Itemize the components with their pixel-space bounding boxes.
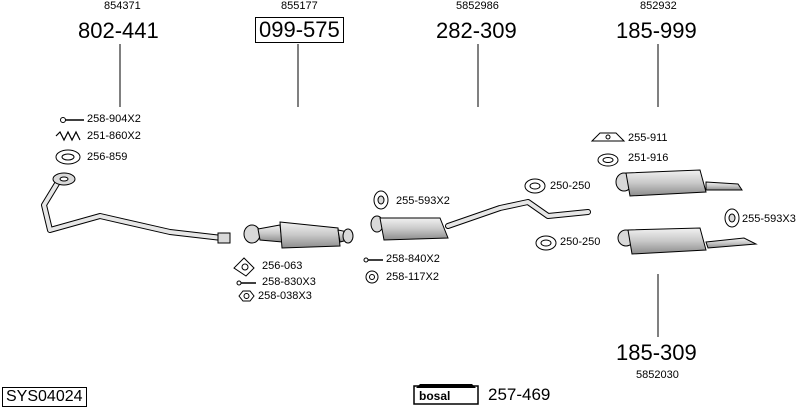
clamp-icon (535, 235, 557, 251)
part-number-middle-silencer[interactable]: 185-999 (616, 18, 697, 43)
brand-name: bosal (419, 389, 451, 403)
fitting-label[interactable]: 258-840X2 (386, 253, 440, 265)
bolt-icon (60, 117, 84, 123)
rear-silencer-drawing (617, 227, 758, 255)
fitting-label[interactable]: 250-250 (550, 180, 591, 192)
part-ref-front-pipe: 854371 (104, 0, 141, 12)
bosal-logo (413, 384, 479, 405)
part-number-rear-silencer[interactable]: 185-309 (616, 340, 697, 365)
nut-icon (238, 290, 255, 302)
washer-icon (365, 270, 379, 284)
system-code: SYS04024 (2, 387, 87, 407)
gasket-triangle-icon (233, 257, 255, 277)
fitting-label[interactable]: 255-593X2 (396, 195, 450, 207)
fitting-label[interactable]: 256-063 (262, 260, 303, 272)
fitting-label[interactable]: 256-859 (87, 151, 128, 163)
part-ref-center-pipe: 5852986 (456, 0, 499, 12)
part-number-center-pipe[interactable]: 282-309 (436, 18, 517, 43)
part-number-catalyst[interactable]: 099-575 (255, 17, 344, 43)
rubber-mount-icon (373, 190, 389, 210)
fitting-label[interactable]: 258-830X3 (262, 276, 316, 288)
part-number-front-pipe[interactable]: 802-441 (78, 18, 159, 43)
gasket-icon (55, 149, 81, 165)
fitting-label[interactable]: 250-250 (560, 236, 601, 248)
kit-number[interactable]: 257-469 (488, 385, 551, 404)
part-ref-catalyst: 855177 (281, 0, 318, 12)
fitting-label[interactable]: 255-593X3 (742, 213, 796, 225)
front-pipe-drawing (41, 172, 231, 244)
gasket-icon (597, 153, 619, 167)
bolt-icon (363, 257, 383, 263)
fitting-label[interactable]: 258-117X2 (386, 271, 440, 283)
spring-icon (55, 130, 81, 142)
hanger-icon (590, 132, 626, 142)
fitting-label[interactable]: 251-916 (628, 152, 669, 164)
middle-silencer-drawing (615, 169, 743, 197)
rubber-mount-icon (724, 208, 740, 228)
part-ref-rear-silencer: 5852030 (636, 369, 679, 381)
clamp-icon (524, 178, 546, 194)
part-ref-middle-silencer: 852932 (640, 0, 677, 12)
fitting-label[interactable]: 258-038X3 (258, 290, 312, 302)
bolt-icon (236, 280, 256, 286)
fitting-label[interactable]: 258-904X2 (87, 113, 141, 125)
fitting-label[interactable]: 251-860X2 (87, 130, 141, 142)
center-pipe-drawing (370, 199, 591, 241)
catalyst-drawing (243, 221, 354, 249)
fitting-label[interactable]: 255-911 (628, 132, 668, 144)
